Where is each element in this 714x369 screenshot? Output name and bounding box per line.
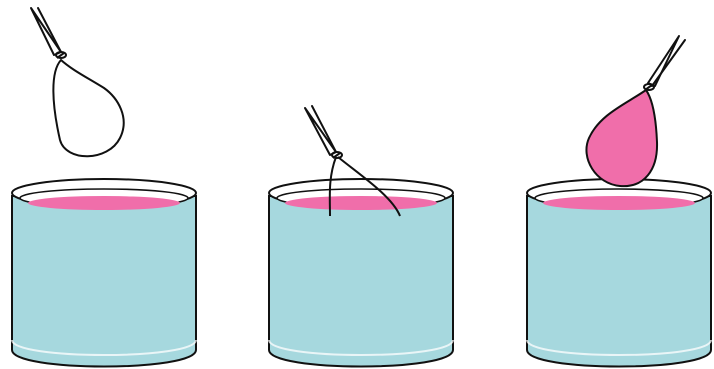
panel-2: [268, 105, 454, 368]
balloon-knot-1: [55, 51, 67, 59]
empty-balloon: [52, 58, 125, 158]
balloon-knot-3: [643, 83, 655, 91]
balloon-neck-2b: [337, 156, 401, 217]
panel-1: [11, 7, 197, 368]
container-3: [526, 178, 712, 368]
container-2-body: [268, 195, 454, 368]
balloon-neck-2a: [328, 156, 337, 217]
liquid-2: [285, 196, 437, 210]
tweezers-2: [304, 105, 337, 156]
tweezers-3: [647, 35, 686, 87]
balloon-knot-2: [331, 151, 343, 159]
panel-3: [526, 35, 712, 368]
filled-balloon: [585, 88, 659, 188]
container-1: [11, 178, 197, 368]
tweezers-1: [30, 7, 62, 56]
